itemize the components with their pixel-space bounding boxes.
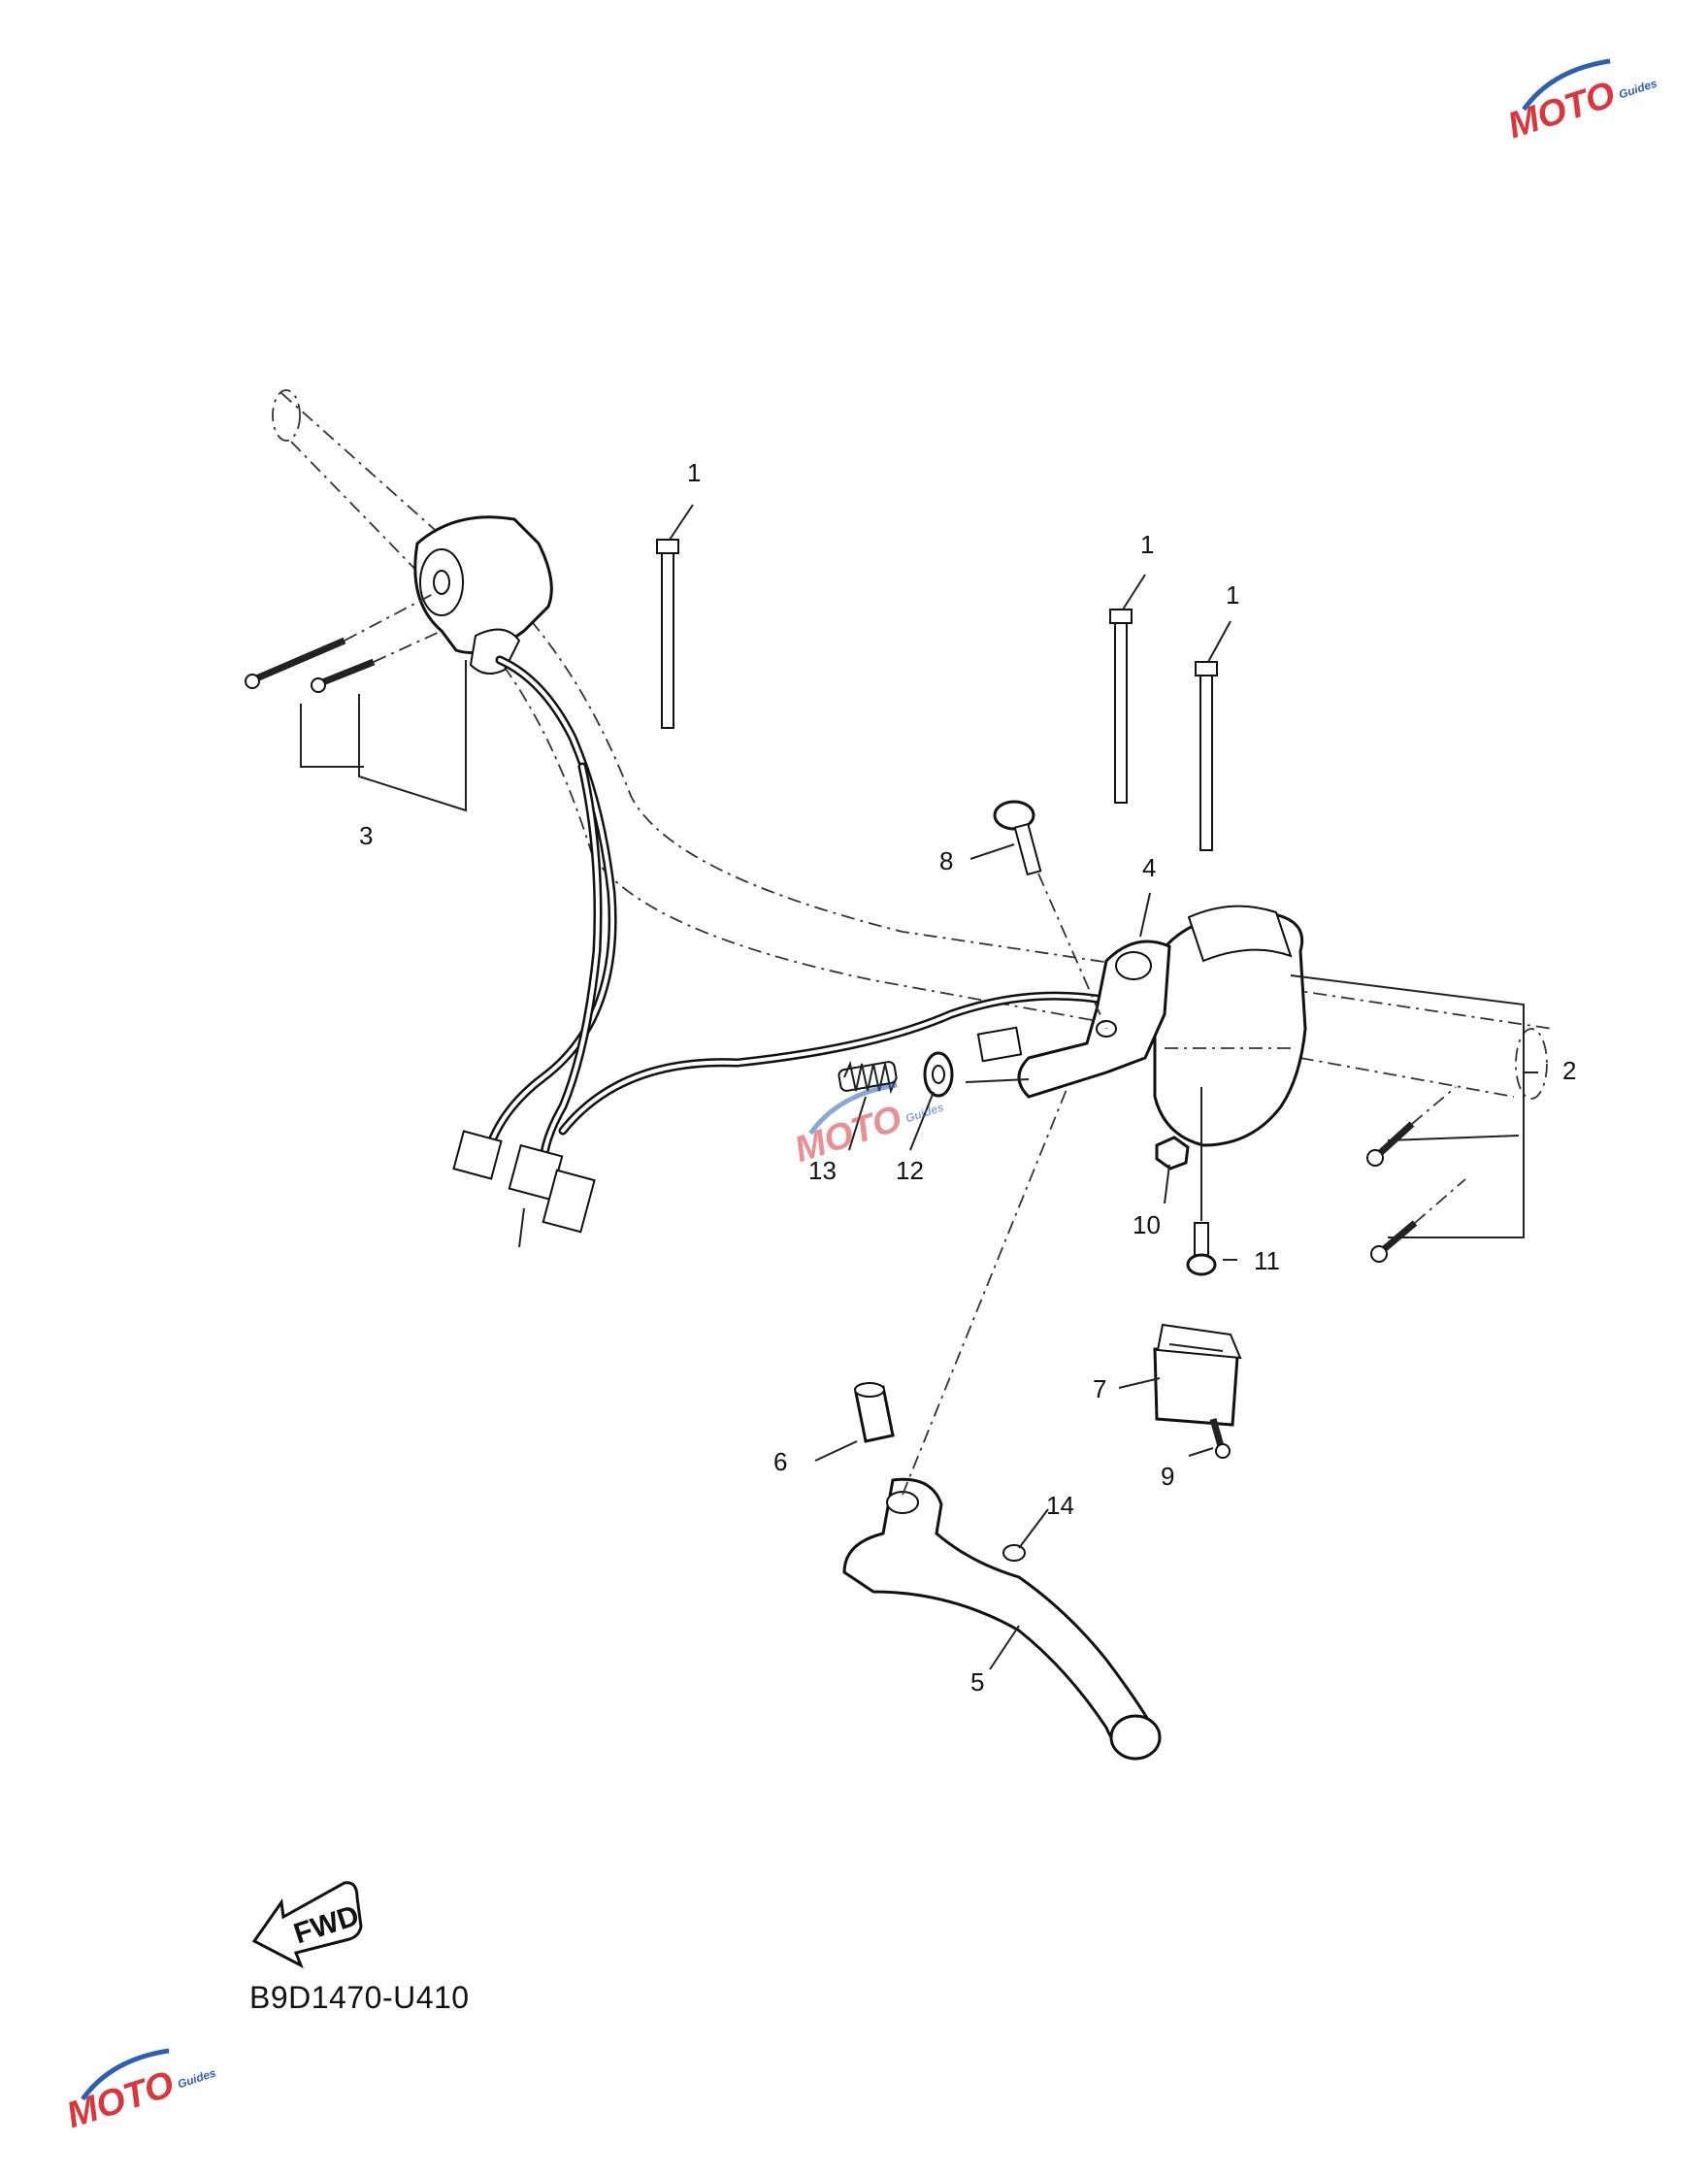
- watermark-logo-bottom: MOTO Guides: [62, 2048, 218, 2136]
- callout-10: 10: [1133, 1210, 1161, 1239]
- spring-axis-line: [965, 1078, 1030, 1083]
- screw-9: [1209, 1418, 1231, 1459]
- switch-screws-left: [245, 591, 443, 693]
- o-ring: [1002, 1544, 1026, 1562]
- callout-9: 9: [1161, 1462, 1174, 1491]
- callout-4: 4: [1142, 853, 1156, 882]
- callout-12: 12: [896, 1156, 924, 1185]
- watermark-text-top: MOTO: [1503, 74, 1621, 147]
- watermark-subtext-top: Guides: [1617, 76, 1659, 101]
- clutch-switch: [1153, 1323, 1242, 1427]
- callout-5: 5: [970, 1667, 984, 1697]
- cable-tie-3: [1195, 661, 1218, 851]
- callout-2: 2: [1562, 1056, 1576, 1085]
- fwd-arrow: FWD: [251, 1881, 363, 1969]
- clutch-lever: [842, 1086, 1162, 1761]
- callout-13: 13: [808, 1156, 837, 1185]
- watermark-text-center: MOTO: [790, 1098, 907, 1170]
- callout-1c: 1: [1226, 580, 1239, 610]
- callout-1a: 1: [687, 458, 701, 487]
- callout-14: 14: [1046, 1491, 1074, 1520]
- nut: [1155, 1136, 1190, 1170]
- watermark-logo-top: MOTO Guides: [1503, 58, 1659, 147]
- callout-11: 11: [1254, 1246, 1280, 1275]
- left-handlebar-switch: [413, 515, 553, 675]
- handlebar-outline: [272, 389, 1554, 1100]
- callout-6: 6: [773, 1447, 787, 1476]
- right-switch-screws: [1366, 1086, 1466, 1263]
- right-handlebar-switch: [1153, 905, 1307, 1147]
- left-switch-wire-harness: [452, 655, 1150, 1248]
- watermark-text-bottom: MOTO: [62, 2063, 180, 2136]
- screw-11: [1186, 1087, 1217, 1276]
- callout-1b: 1: [1140, 530, 1154, 559]
- callout-7: 7: [1093, 1374, 1106, 1403]
- watermark-subtext-bottom: Guides: [176, 2065, 217, 2091]
- cable-tie-2: [1109, 609, 1133, 804]
- callout-3: 3: [359, 821, 373, 850]
- watermark-subtext-center: Guides: [903, 1100, 945, 1125]
- collar: [854, 1382, 895, 1443]
- lever-holder: [1017, 940, 1171, 1099]
- washer: [923, 1051, 954, 1098]
- drawing-code: B9D1470-U410: [249, 1980, 470, 2015]
- callout-8: 8: [939, 846, 953, 875]
- cable-tie-1: [656, 539, 679, 729]
- lever-bolt: [993, 800, 1107, 1030]
- spring: [838, 1060, 898, 1095]
- leader-lines: [300, 504, 1538, 1670]
